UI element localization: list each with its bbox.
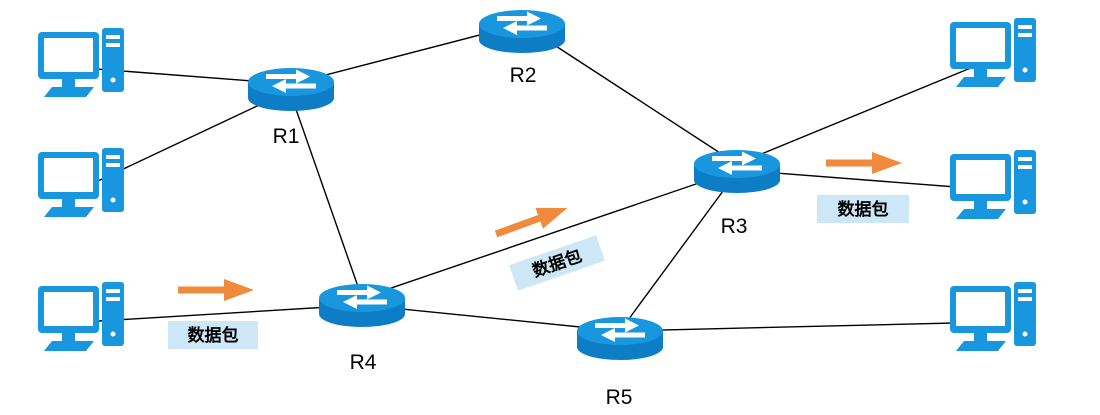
packet-arrow-right [826,152,902,174]
link-r3-pc-right1 [736,57,996,165]
packet-label-text: 数据包 [838,199,889,219]
link-pc-left3-r4 [82,304,363,323]
link-r4-r5 [361,304,621,332]
desktop-pc-icon-left-3 [38,282,124,351]
desktop-pc-icon-right-2 [950,150,1036,219]
router-label-r3: R3 [721,215,748,238]
router-icon-r3 [694,150,780,193]
router-label-r4: R4 [350,351,377,374]
router-icon-r4 [319,284,405,327]
links [82,23,996,332]
hosts [38,18,1036,351]
link-r5-pc-right3 [619,321,996,332]
router-icon-r2 [479,10,565,53]
orange-right-arrow-icon [492,197,572,245]
packet-label-text: 数据包 [188,325,239,345]
desktop-pc-icon-left-2 [38,148,124,217]
router-label-r5: R5 [606,386,633,409]
packet-arrow-left [178,279,254,301]
packet-label-bg [817,195,909,223]
desktop-pc-icon-right-3 [950,282,1036,351]
desktop-pc-icon-right-1 [950,18,1036,87]
packet-arrow-middle [492,197,572,245]
packet-label-bg [168,321,258,349]
router-icon-r5 [577,317,663,360]
link-r4-r3 [361,169,738,299]
router-icon-r1 [248,68,334,111]
routers [248,10,780,360]
link-r5-r3 [619,171,738,332]
desktop-pc-icon-left-1 [38,28,124,97]
router-label-r2: R2 [510,64,537,87]
packet-label-left: 数据包 [168,321,258,349]
link-r1-r4 [290,94,363,299]
packet-label-bg [509,235,605,291]
orange-right-arrow-icon [826,152,902,174]
orange-right-arrow-icon [178,279,254,301]
router-labels: R1 R2 R3 R4 R5 [273,64,748,409]
packet-label-right: 数据包 [817,195,909,223]
link-r2-r3 [521,23,738,165]
router-label-r1: R1 [273,125,300,148]
